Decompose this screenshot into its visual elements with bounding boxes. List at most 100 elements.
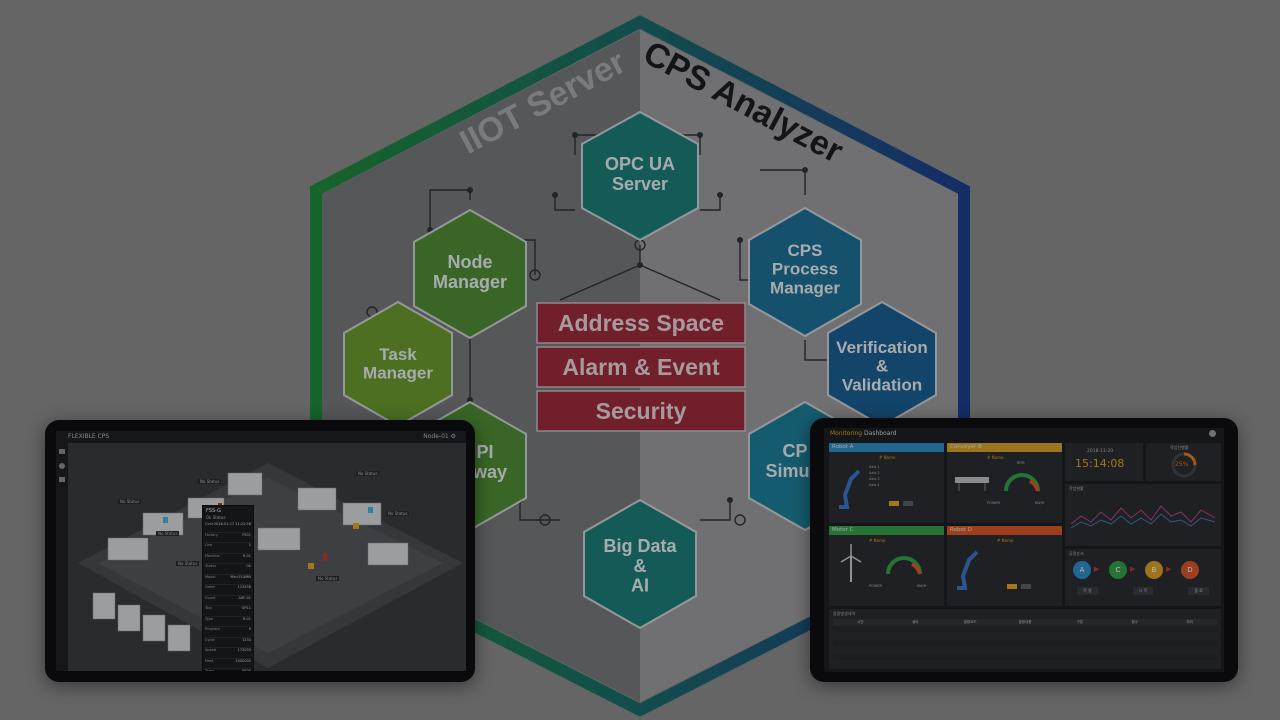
panel-conveyor-b: Conveyor B # Name RPM POWER KW/H	[946, 442, 1063, 524]
detail-value: 2018-01-17 11:22:56	[213, 522, 251, 526]
detail-key: Model	[205, 574, 216, 579]
gear-icon[interactable]	[59, 463, 65, 469]
alarm-event-label: Alarm & Event	[562, 354, 720, 380]
work-chart	[1071, 505, 1215, 529]
apply-button[interactable]: 적 용	[1077, 587, 1098, 595]
right-tablet: Monitoring Dashboard Robot A # Name Axis…	[810, 418, 1238, 682]
flow-node[interactable]: B	[1145, 561, 1163, 579]
robot-arm-icon	[839, 469, 861, 509]
panel-header: Robot D	[947, 526, 1062, 535]
home-icon[interactable]	[59, 449, 65, 454]
table-header-cell: 시간	[857, 620, 864, 624]
status-tag[interactable]: No Status	[198, 479, 222, 484]
label-line: Server	[612, 174, 668, 194]
panel-robot-a: Robot A # Name Axis 1 Axis 2 Axis 3 Axis…	[828, 442, 945, 524]
label-line: Manager	[433, 272, 507, 292]
folder-icon[interactable]	[59, 477, 65, 482]
outer-hexagon-frame	[310, 15, 970, 717]
table-row[interactable]	[833, 648, 1217, 653]
detail-key: Count	[205, 595, 216, 600]
control-button[interactable]	[1007, 584, 1017, 589]
table-row[interactable]	[833, 627, 1217, 632]
flow-buttons: 적 용 시 작 중 료	[1077, 587, 1209, 595]
work-chart-panel: 작업현황	[1064, 483, 1222, 547]
detail-value: 1234	[242, 637, 251, 642]
factory-floor-view	[78, 463, 463, 668]
clock-panel: 2018-11-20 15:14:08	[1064, 442, 1144, 482]
status-tag[interactable]: No Status	[356, 471, 380, 476]
label-line: PI	[476, 442, 493, 462]
detail-value: Ok	[246, 564, 251, 568]
progress-panel: 작업진행률 25%	[1145, 442, 1222, 482]
detail-key: Temp	[205, 669, 215, 671]
left-tablet-screen: FLEXIBLE CPS Node-01 ⚙	[56, 431, 466, 671]
control-button[interactable]	[903, 501, 913, 506]
big-data-ai-label: Big Data&AI	[603, 536, 677, 596]
flow-node[interactable]: D	[1181, 561, 1199, 579]
detail-value: OP11	[241, 606, 251, 610]
table-header-cell: 알람코드	[963, 620, 977, 624]
date-text: 2018-11-20	[1087, 449, 1114, 454]
progress-ring	[1171, 452, 1197, 478]
status-tag[interactable]: No Status	[176, 561, 200, 566]
control-button[interactable]	[1021, 584, 1031, 589]
label-line: Big Data	[603, 536, 677, 556]
panel-subtitle: Ok Status	[206, 515, 226, 520]
left-tablet: FLEXIBLE CPS Node-01 ⚙	[45, 420, 475, 682]
panel-title: FSS-G	[206, 508, 221, 514]
table-header-cell: 처리	[1186, 620, 1193, 624]
power-label: POWER	[869, 584, 882, 588]
title-prefix: Monitoring	[830, 430, 863, 437]
label-line: Node	[448, 252, 493, 272]
detail-key: Feed	[205, 658, 214, 663]
panel-motor-c: Motor C # Name POWER KW/H	[828, 525, 945, 607]
wind-turbine-icon	[840, 544, 862, 582]
right-tablet-screen: Monitoring Dashboard Robot A # Name Axis…	[824, 428, 1224, 672]
label-line: &	[634, 556, 647, 576]
rpm-gauge	[886, 556, 922, 575]
detail-key: Speed	[205, 648, 216, 652]
start-button[interactable]: 시 작	[1132, 587, 1154, 595]
robot-arm-icon	[957, 550, 979, 590]
status-tag[interactable]: No Status	[156, 531, 180, 536]
flow-node[interactable]: A	[1073, 561, 1091, 579]
control-button[interactable]	[889, 501, 899, 506]
axis-label: Axis 3	[869, 477, 880, 481]
detail-value: 1000000	[235, 658, 251, 663]
detail-key: Factory	[205, 532, 218, 537]
status-tag[interactable]: No Status	[316, 576, 340, 581]
verification-validation-label: Verification&Validation	[836, 338, 928, 394]
detail-key: Line	[205, 543, 213, 547]
unit-label: KW/H	[917, 584, 927, 588]
flow-node[interactable]: C	[1109, 561, 1127, 579]
dashboard-title: Monitoring Dashboard	[830, 430, 897, 437]
table-row[interactable]	[833, 641, 1217, 646]
detail-value: FS01	[242, 532, 251, 537]
detail-value: 8500	[242, 669, 251, 671]
label-line: Process	[772, 260, 838, 279]
brand-label: FLEXIBLE CPS	[68, 433, 110, 440]
flow-arrow-icon: ▶	[1094, 566, 1100, 573]
table-row[interactable]	[833, 655, 1217, 660]
table-header-cell: 알람내용	[1018, 620, 1032, 624]
chart-label: 작업현황	[1069, 486, 1084, 491]
status-tag[interactable]: No Status	[386, 511, 410, 516]
stop-button[interactable]: 중 료	[1188, 587, 1209, 595]
table-row[interactable]	[833, 634, 1217, 639]
status-tag[interactable]: No Status	[118, 499, 142, 504]
detail-key: Date	[205, 522, 214, 526]
detail-key: Type	[205, 616, 214, 621]
progress-value: 25%	[1175, 461, 1189, 468]
panel-sub: # Name	[869, 538, 886, 543]
user-icon[interactable]	[1209, 430, 1216, 437]
